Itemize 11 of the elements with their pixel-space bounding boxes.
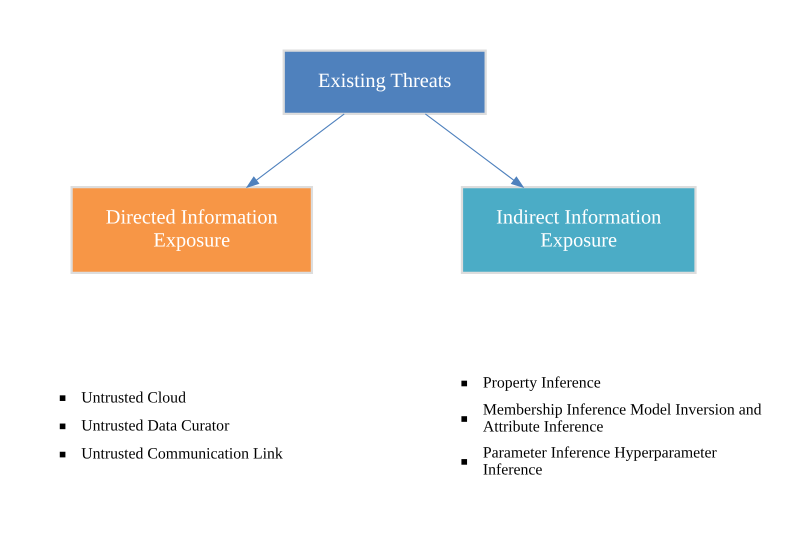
- node-label: Untrusted Cloud: [80, 388, 186, 406]
- node-box: Directed Information Exposure: [70, 186, 313, 274]
- node-label: Untrusted Communication Link: [80, 445, 282, 462]
- node-box: Indirect Information Exposure: [460, 186, 696, 274]
- arrow: [245, 112, 344, 188]
- node-label: Membership Inference Model Inversion and Attribute Inference: [482, 401, 762, 436]
- node-label: Untrusted Data Curator: [80, 417, 229, 434]
- node-label: Property Inference: [482, 374, 600, 392]
- node-box: Existing Threats: [282, 49, 486, 114]
- arrow: [424, 112, 524, 188]
- node-label: Parameter Inference Hyperparameter Inference: [482, 444, 716, 478]
